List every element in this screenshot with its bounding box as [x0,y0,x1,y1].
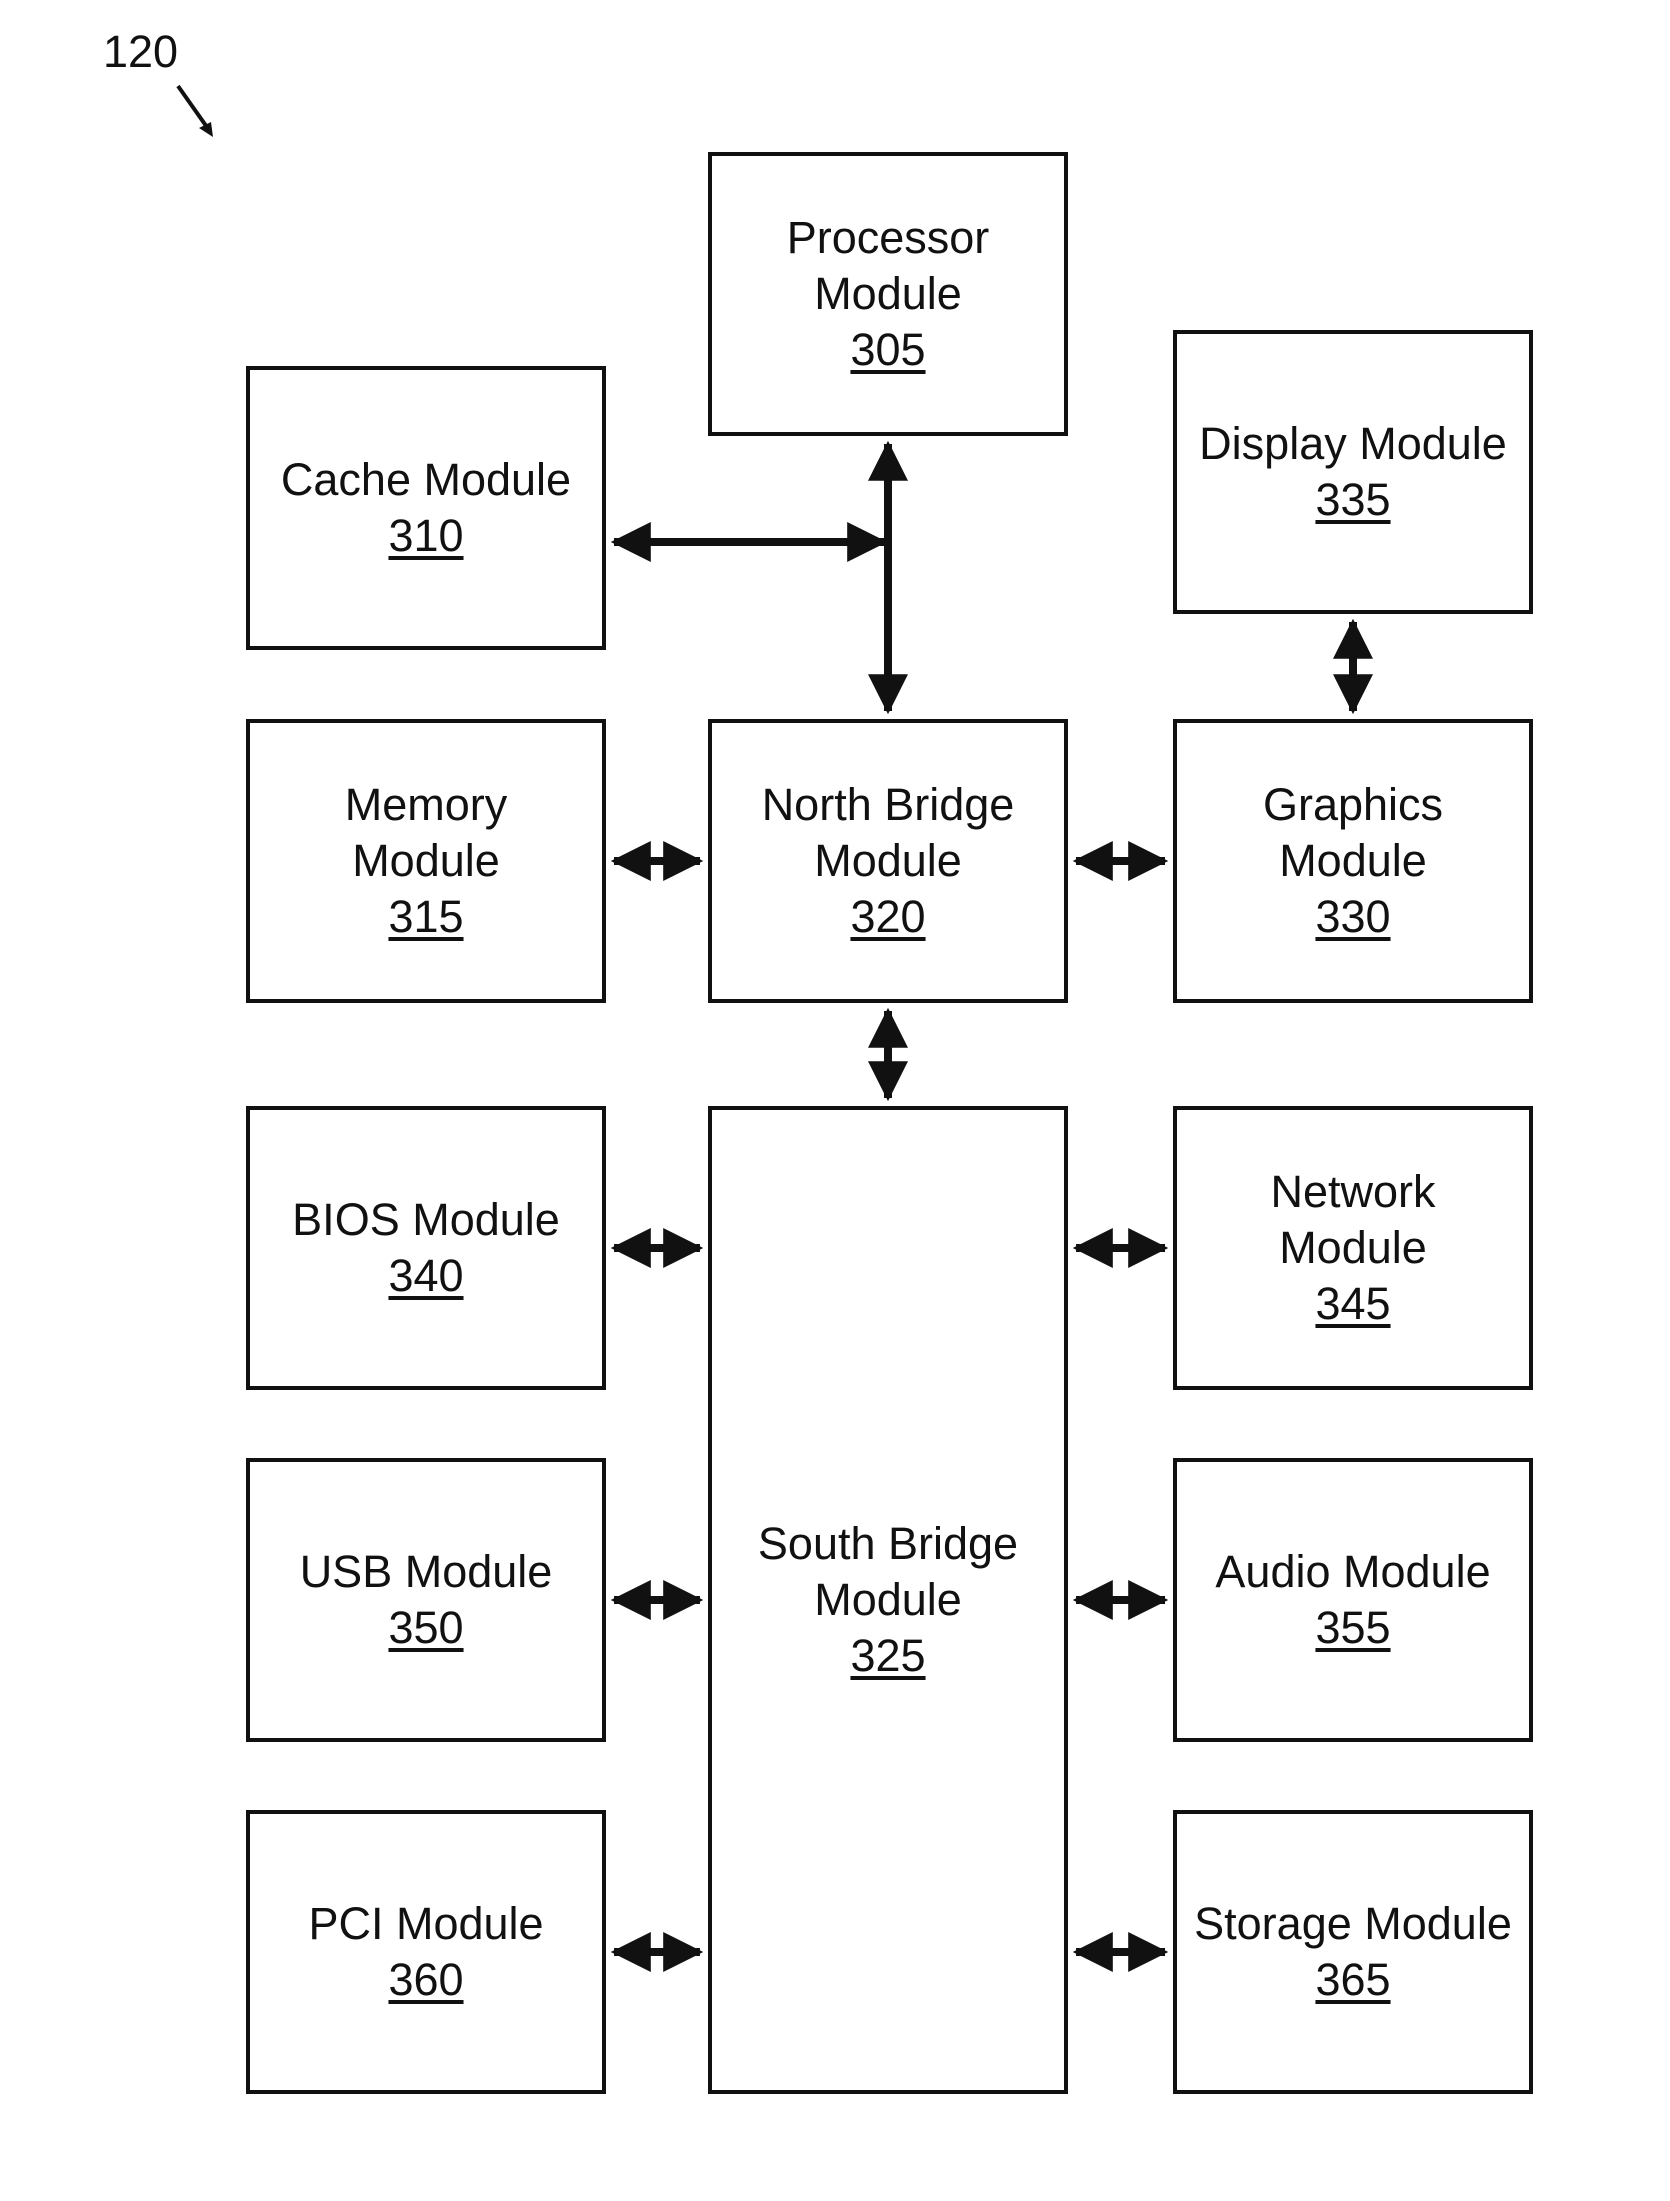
graphics-module-title-line1: Graphics [1263,777,1443,833]
cache-module-title: Cache Module [281,452,571,508]
bios-module-ref: 340 [292,1248,560,1304]
network-module-title-line1: Network [1270,1164,1435,1220]
north-bridge-module-box: North Bridge Module 320 [708,719,1068,1003]
audio-module-title: Audio Module [1215,1544,1490,1600]
network-module-title-line2: Module [1270,1220,1435,1276]
north-bridge-module-ref: 320 [762,889,1015,945]
display-module-ref: 335 [1199,472,1507,528]
network-module-ref: 345 [1270,1276,1435,1332]
pci-module-title: PCI Module [308,1896,543,1952]
processor-module-ref: 305 [787,322,990,378]
processor-module-title-line1: Processor [787,210,990,266]
pci-module-box: PCI Module 360 [246,1810,606,2094]
display-module-box: Display Module 335 [1173,330,1533,614]
memory-module-ref: 315 [345,889,508,945]
processor-module-box: Processor Module 305 [708,152,1068,436]
cache-module-box: Cache Module 310 [246,366,606,650]
graphics-module-title-line2: Module [1263,833,1443,889]
south-bridge-module-title-line2: Module [758,1572,1018,1628]
audio-module-box: Audio Module 355 [1173,1458,1533,1742]
south-bridge-module-title-line1: South Bridge [758,1516,1018,1572]
display-module-title: Display Module [1199,416,1507,472]
bios-module-box: BIOS Module 340 [246,1106,606,1390]
memory-module-box: Memory Module 315 [246,719,606,1003]
storage-module-title: Storage Module [1194,1896,1512,1952]
south-bridge-module-ref: 325 [758,1628,1018,1684]
north-bridge-module-title-line1: North Bridge [762,777,1015,833]
graphics-module-ref: 330 [1263,889,1443,945]
audio-module-ref: 355 [1215,1600,1490,1656]
cache-module-ref: 310 [281,508,571,564]
south-bridge-module-box: South Bridge Module 325 [708,1106,1068,2094]
usb-module-box: USB Module 350 [246,1458,606,1742]
network-module-box: Network Module 345 [1173,1106,1533,1390]
memory-module-title-line2: Module [345,833,508,889]
figure-pointer-arrow [178,86,213,137]
storage-module-ref: 365 [1194,1952,1512,2008]
memory-module-title-line1: Memory [345,777,508,833]
graphics-module-box: Graphics Module 330 [1173,719,1533,1003]
processor-module-title-line2: Module [787,266,990,322]
bios-module-title: BIOS Module [292,1192,560,1248]
storage-module-box: Storage Module 365 [1173,1810,1533,2094]
north-bridge-module-title-line2: Module [762,833,1015,889]
pci-module-ref: 360 [308,1952,543,2008]
usb-module-title: USB Module [300,1544,553,1600]
usb-module-ref: 350 [300,1600,553,1656]
